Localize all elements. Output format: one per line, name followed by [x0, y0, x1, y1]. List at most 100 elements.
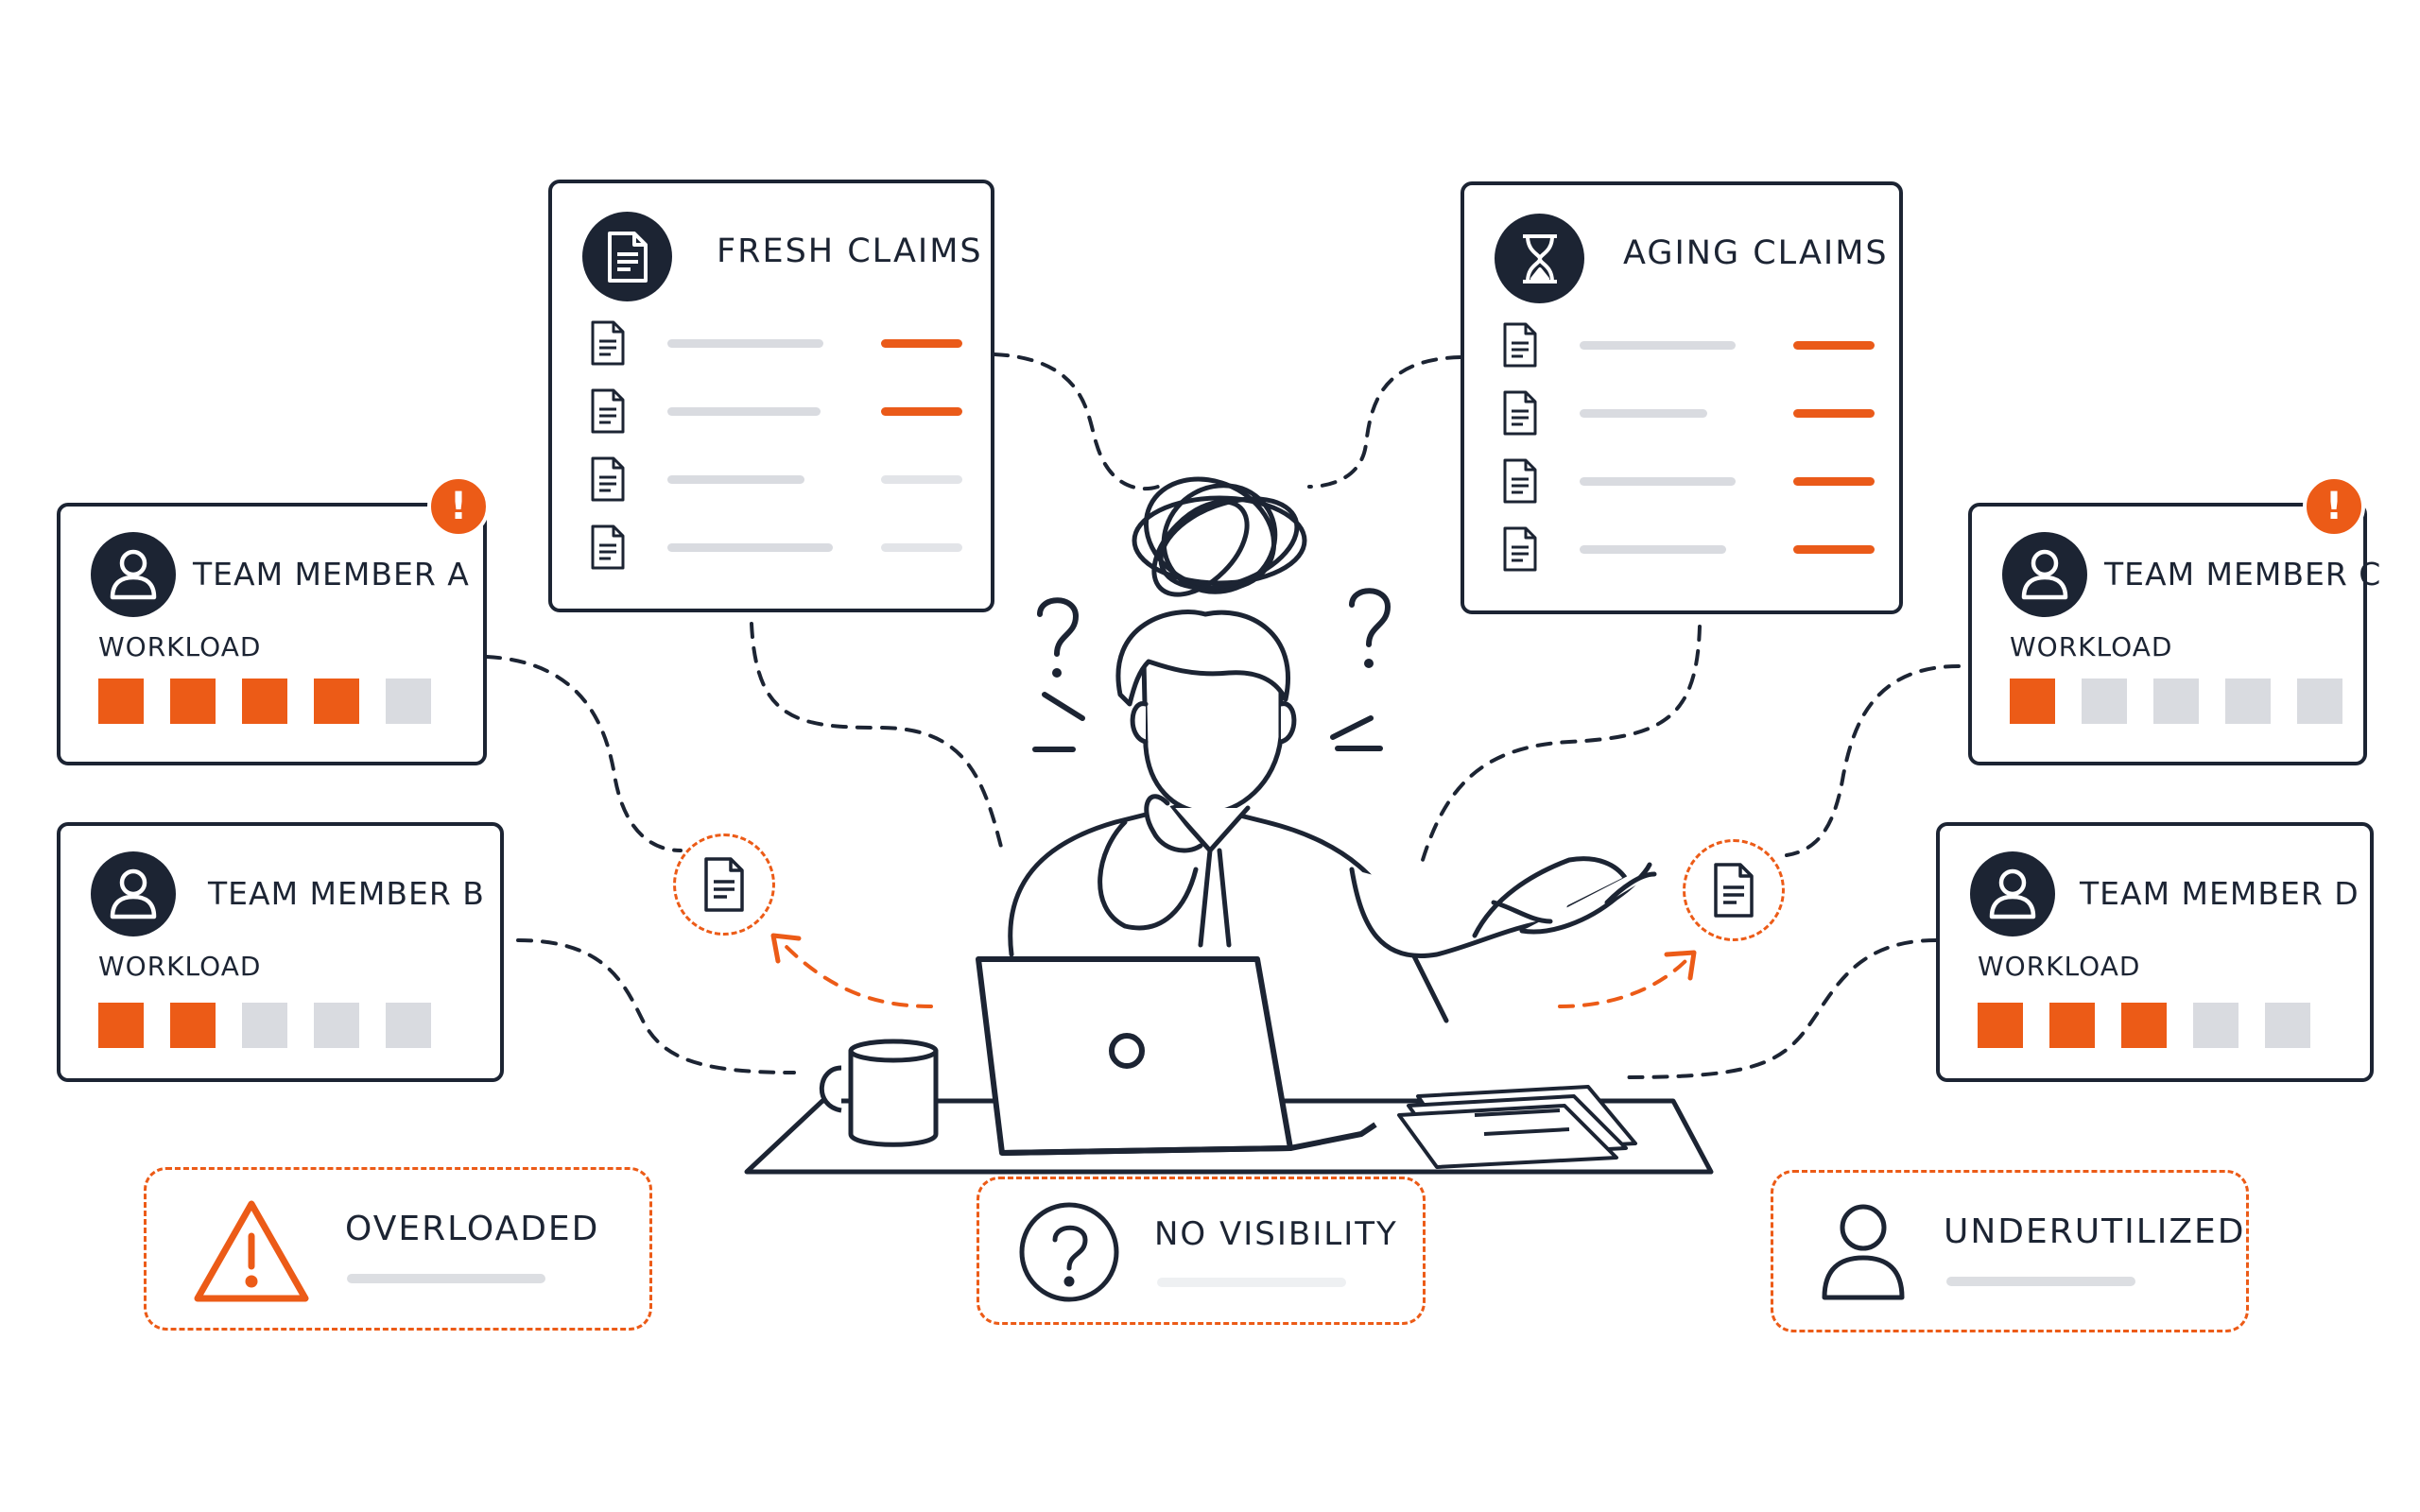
claim-detail-bar — [667, 475, 804, 484]
connector-member-a — [485, 655, 683, 852]
question-mark-left — [1037, 597, 1080, 657]
workload-unit-filled — [170, 679, 216, 724]
workload-unit-filled — [98, 1003, 144, 1048]
connector-aging-bottom — [1421, 625, 1702, 862]
arrowhead-right — [1664, 950, 1697, 981]
workload-meter — [1978, 1003, 2337, 1048]
claim-transfer-bubble-right — [1683, 839, 1785, 941]
workload-label: WORKLOAD — [2010, 631, 2173, 662]
status-label-overloaded: OVERLOADED — [345, 1210, 600, 1248]
fresh-claims-card: FRESH CLAIMS — [548, 180, 994, 612]
user-avatar-icon — [91, 532, 176, 617]
status-label-underutilized: UNDERUTILIZED — [1944, 1212, 2246, 1251]
team-member-card-d: TEAM MEMBER D WORKLOAD — [1936, 822, 2374, 1082]
workload-unit-empty — [2082, 679, 2127, 724]
workload-unit-filled — [2121, 1003, 2167, 1048]
claim-detail-bar — [1580, 341, 1736, 350]
stress-line — [1330, 715, 1374, 740]
workload-unit-filled — [242, 679, 287, 724]
team-member-name: TEAM MEMBER C — [2104, 556, 2382, 593]
user-avatar-icon — [1970, 851, 2055, 936]
fresh-claims-title: FRESH CLAIMS — [717, 232, 983, 270]
workload-unit-filled — [2010, 679, 2055, 724]
workload-unit-filled — [170, 1003, 216, 1048]
document-icon — [591, 388, 625, 434]
workload-unit-empty — [386, 1003, 431, 1048]
claim-detail-bar — [667, 543, 833, 552]
team-member-card-b: TEAM MEMBER B WORKLOAD — [57, 822, 504, 1082]
claim-status-bar — [1793, 477, 1875, 486]
workload-meter — [98, 679, 458, 724]
claim-transfer-bubble-left — [673, 833, 775, 936]
document-icon — [1503, 322, 1537, 368]
connector-aging-top — [1307, 355, 1462, 489]
workload-label: WORKLOAD — [98, 951, 262, 982]
document-icon — [1503, 390, 1537, 436]
warning-icon — [192, 1198, 311, 1308]
arrow-to-member-a-bubble — [783, 943, 933, 1008]
document-icon — [591, 456, 625, 502]
claim-status-bar — [881, 339, 962, 348]
status-bar — [347, 1274, 545, 1283]
team-member-card-c: TEAM MEMBER C WORKLOAD — [1968, 503, 2380, 765]
connector-fresh-top — [993, 352, 1160, 491]
aging-claims-title: AGING CLAIMS — [1623, 234, 1889, 272]
arrow-to-member-c-bubble — [1558, 957, 1689, 1008]
document-icon — [591, 320, 625, 366]
workload-unit-empty — [386, 679, 431, 724]
team-member-card-a: TEAM MEMBER A WORKLOAD — [57, 503, 487, 765]
workload-unit-empty — [2153, 679, 2199, 724]
user-avatar-icon — [2002, 532, 2087, 617]
connector-member-c — [1785, 664, 1961, 857]
document-icon — [704, 857, 744, 912]
document-icon — [1503, 526, 1537, 572]
laptop-icon — [976, 956, 1377, 1156]
claim-detail-bar — [1580, 545, 1726, 554]
status-bar — [1946, 1277, 2135, 1286]
workload-unit-filled — [2049, 1003, 2095, 1048]
document-icon — [582, 212, 672, 301]
workload-label: WORKLOAD — [98, 631, 262, 662]
status-underutilized: UNDERUTILIZED — [1771, 1170, 2249, 1332]
claim-detail-bar — [667, 407, 821, 416]
workload-label: WORKLOAD — [1978, 951, 2141, 982]
claim-row — [1502, 390, 1875, 436]
question-mark-right — [1349, 588, 1392, 647]
workload-unit-empty — [314, 1003, 359, 1048]
status-label-no-visibility: NO VISIBILITY — [1154, 1215, 1398, 1253]
question-icon — [1017, 1200, 1121, 1308]
stress-line — [1042, 692, 1085, 721]
workload-unit-empty — [242, 1003, 287, 1048]
workload-unit-empty — [2193, 1003, 2238, 1048]
status-no-visibility: NO VISIBILITY — [977, 1177, 1426, 1325]
connector-member-b — [516, 938, 796, 1074]
workload-unit-empty — [2265, 1003, 2310, 1048]
alert-badge: ! — [427, 475, 490, 538]
document-icon — [591, 524, 625, 570]
claim-detail-bar — [1580, 477, 1736, 486]
claim-status-bar — [1793, 409, 1875, 418]
status-overloaded: OVERLOADED — [144, 1167, 652, 1331]
document-icon — [1714, 863, 1754, 918]
claim-detail-bar — [1580, 409, 1707, 418]
claim-status-bar — [881, 407, 962, 416]
claim-detail-bar — [667, 339, 823, 348]
workload-unit-filled — [98, 679, 144, 724]
claim-row — [1502, 322, 1875, 368]
claim-status-bar — [881, 475, 962, 484]
status-bar — [1157, 1278, 1346, 1287]
claim-row — [590, 388, 962, 434]
claim-row — [590, 456, 962, 502]
coffee-mug-icon — [819, 1039, 939, 1147]
aging-claims-card: AGING CLAIMS — [1461, 181, 1903, 614]
workload-unit-empty — [2297, 679, 2342, 724]
workload-meter — [2010, 679, 2369, 724]
workload-unit-empty — [2225, 679, 2271, 724]
person-icon — [1821, 1203, 1906, 1305]
team-member-name: TEAM MEMBER B — [208, 875, 485, 912]
user-avatar-icon — [91, 851, 176, 936]
claim-row — [1502, 458, 1875, 504]
paper-stack — [1397, 1085, 1637, 1169]
team-member-name: TEAM MEMBER D — [2080, 875, 2360, 912]
